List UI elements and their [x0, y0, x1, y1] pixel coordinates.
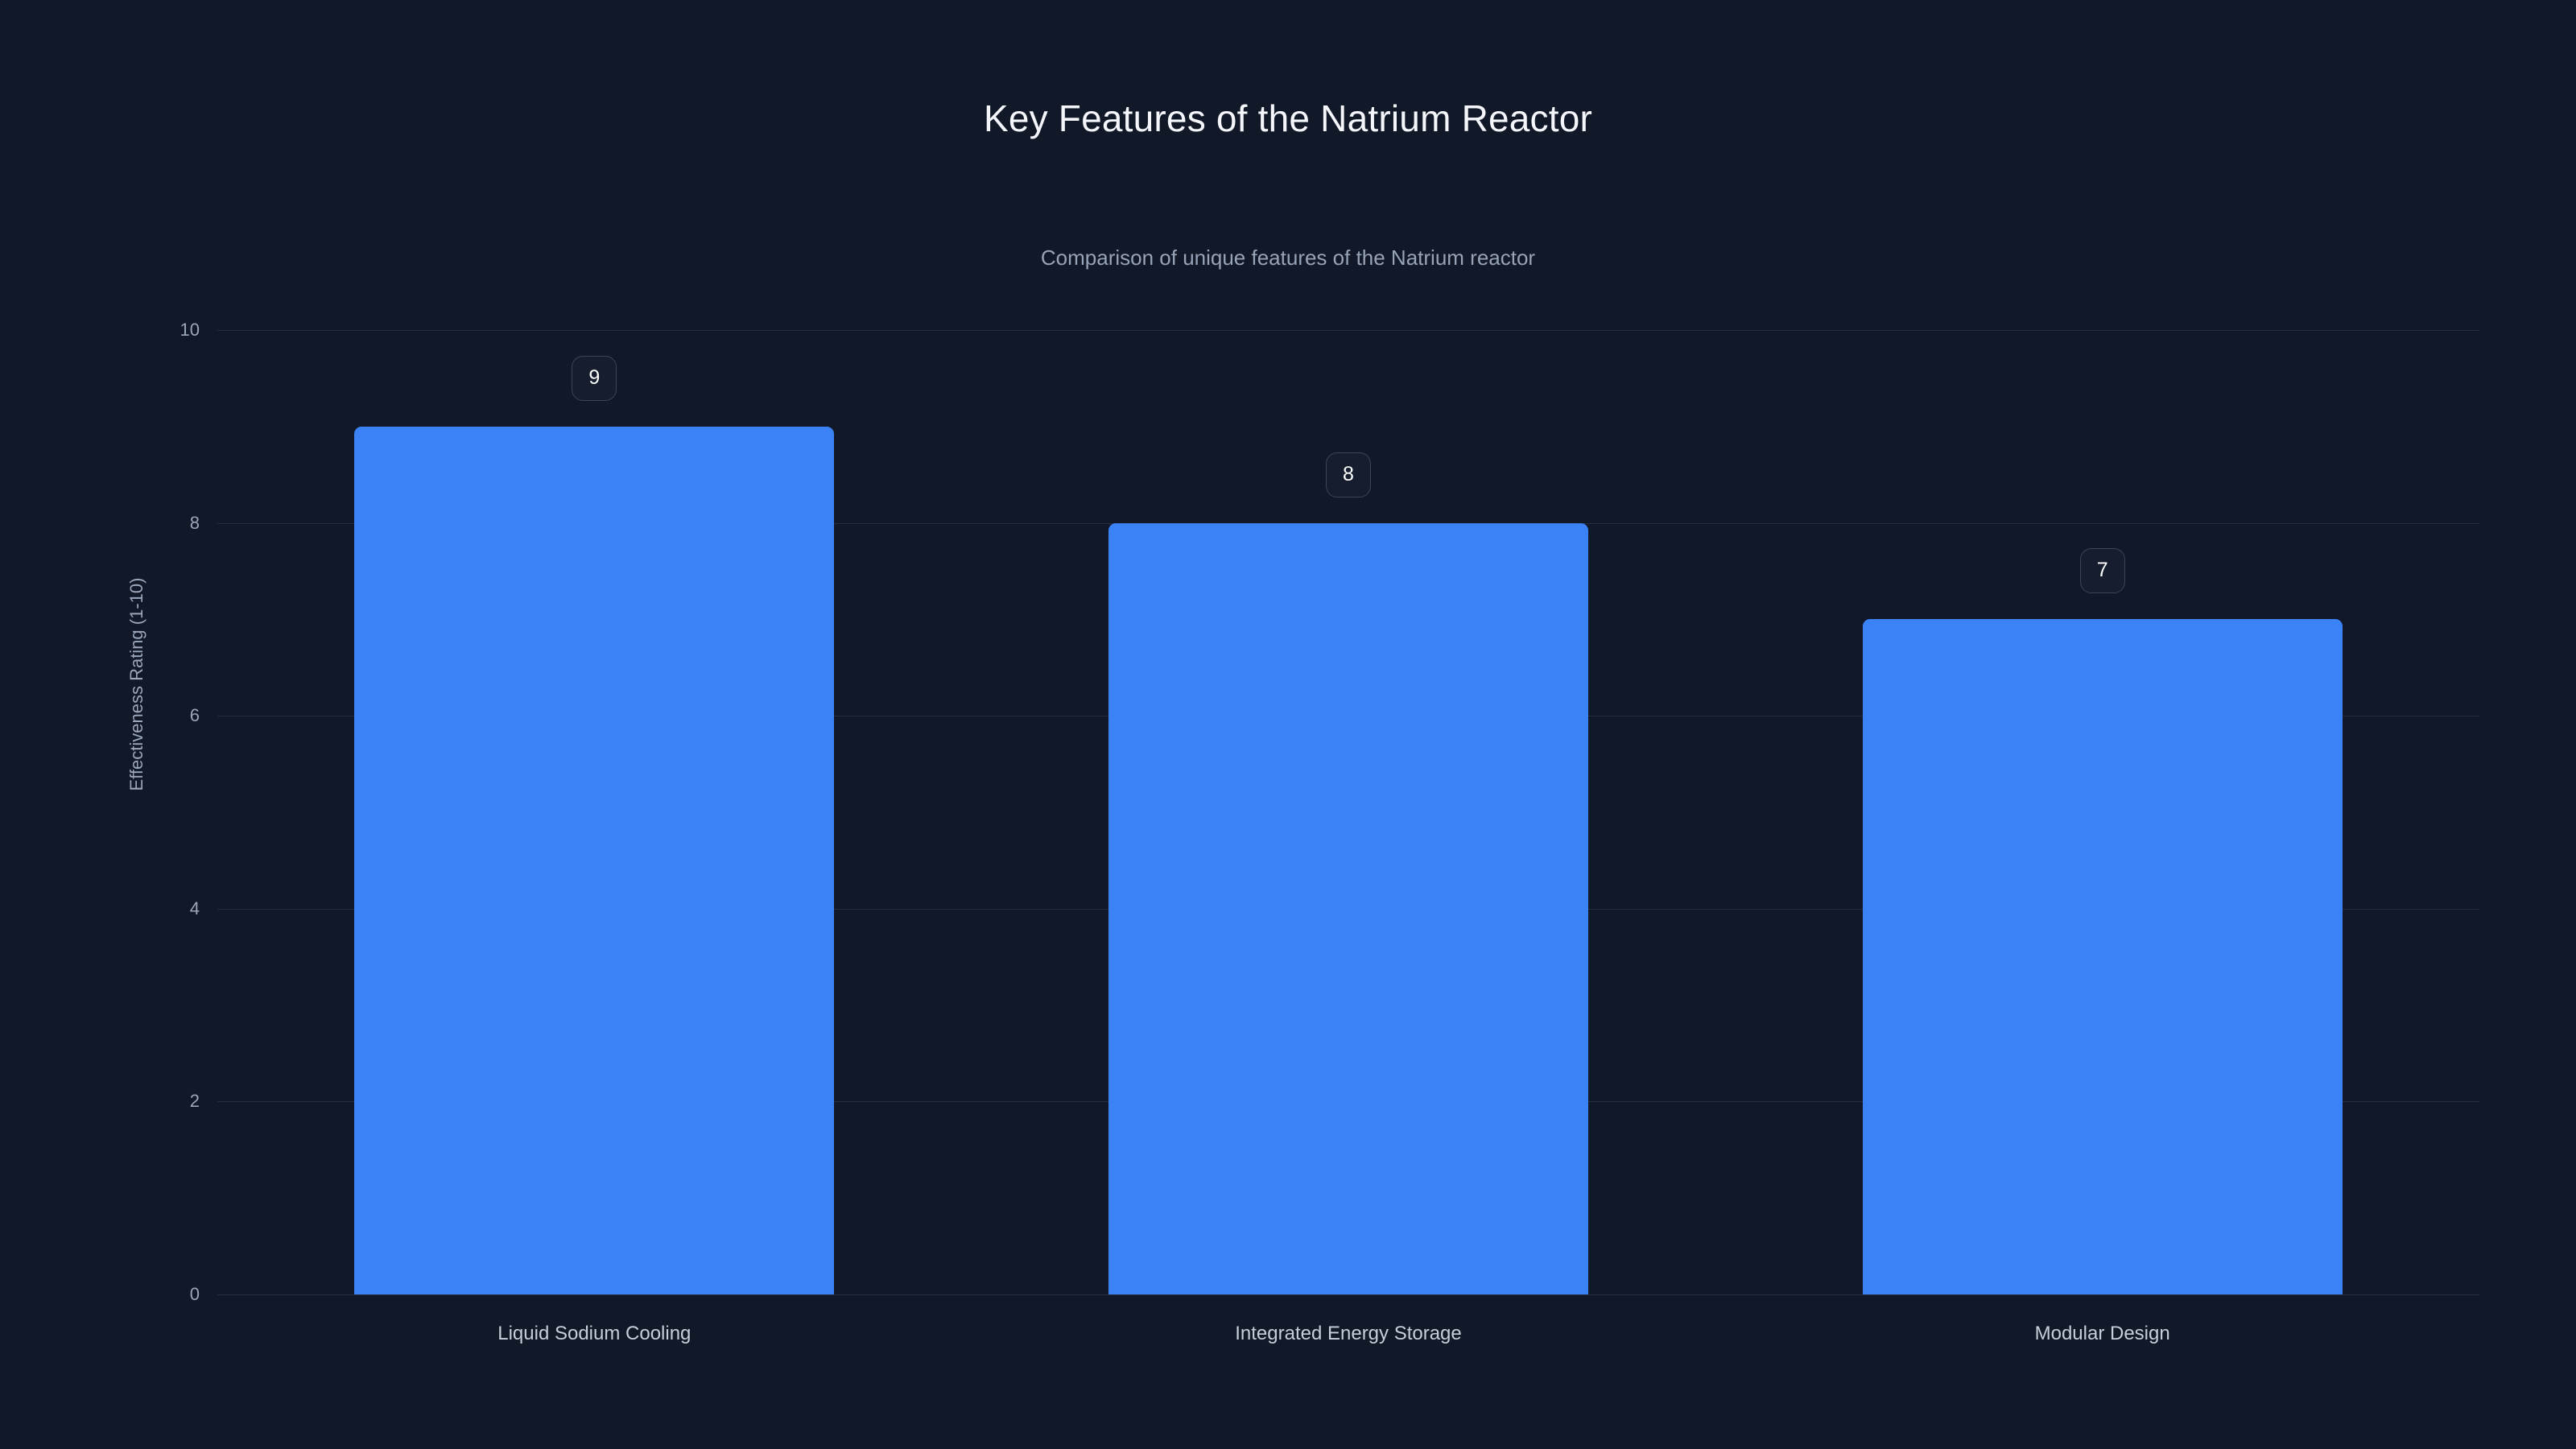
plot-area: 9 8 7 — [217, 330, 2479, 1295]
bar[interactable] — [1862, 619, 2343, 1294]
y-tick-label: 2 — [189, 1091, 200, 1112]
category-label: Integrated Energy Storage — [1235, 1323, 1462, 1344]
chart-subtitle: Comparison of unique features of the Nat… — [1040, 246, 1536, 270]
category-label: Modular Design — [2034, 1323, 2170, 1344]
bar-value-badge: 7 — [2079, 548, 2125, 594]
bar[interactable] — [354, 426, 835, 1294]
gridline — [217, 330, 2479, 331]
gridline — [217, 1294, 2479, 1295]
y-tick-label: 0 — [189, 1284, 200, 1304]
y-tick-label: 10 — [180, 320, 200, 340]
chart-title: Key Features of the Natrium Reactor — [983, 97, 1593, 139]
y-tick-label: 6 — [189, 705, 200, 726]
bar[interactable] — [1108, 522, 1588, 1294]
category-label: Liquid Sodium Cooling — [497, 1323, 691, 1344]
y-tick-label: 8 — [189, 512, 200, 533]
y-tick-label: 4 — [189, 898, 200, 919]
bar-value-badge: 8 — [1326, 452, 1371, 497]
bar-value-badge: 9 — [572, 355, 617, 401]
y-axis-tick-labels: 0 2 4 6 8 10 — [0, 321, 217, 1303]
